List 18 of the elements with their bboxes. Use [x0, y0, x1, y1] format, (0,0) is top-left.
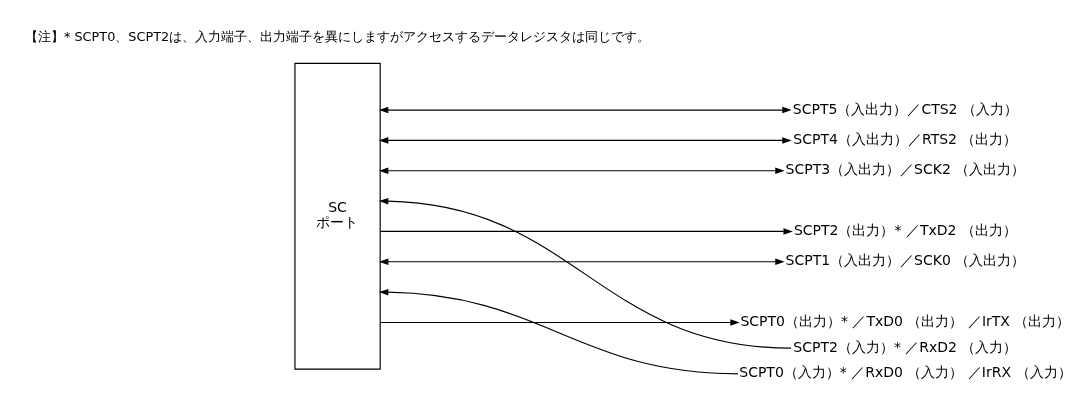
arrow [379, 288, 739, 375]
node-text: SCPT4（入出力）／RTS2 （出力） [793, 131, 1018, 148]
node-box: SC ポート [294, 62, 381, 370]
arrow [379, 258, 785, 266]
arrow [379, 137, 792, 144]
node-text: SCPT1（入出力）／SCK0 （入出力） [785, 252, 1026, 269]
node-text: SCPT5（入出力）／CTS2 （入力） [792, 100, 1018, 117]
label: 【注】* SCPT0、SCPT2は、入力端子、出力端子を異にしますがアクセスするデータレジスタは同じです。 [24, 28, 651, 44]
node-text: SCPT0（入力）* ／RxD0 （入力） ／IrRX （入力） [739, 364, 1072, 381]
node-text: SCPT3（入出力）／SCK2 （入出力） [785, 161, 1026, 178]
node-text: SCPT2（出力）* ／TxD2 （出力） [793, 222, 1017, 239]
arrow [379, 197, 792, 349]
arrow [380, 228, 793, 235]
arrow [380, 319, 740, 326]
arrow [379, 167, 785, 174]
node-text: SCPT2（入力）* ／RxD2 （入力） [793, 338, 1018, 355]
arrow [379, 106, 792, 114]
node-text: SCPT0（出力）* ／TxD0 （出力） ／IrTX （出力） [740, 313, 1071, 330]
